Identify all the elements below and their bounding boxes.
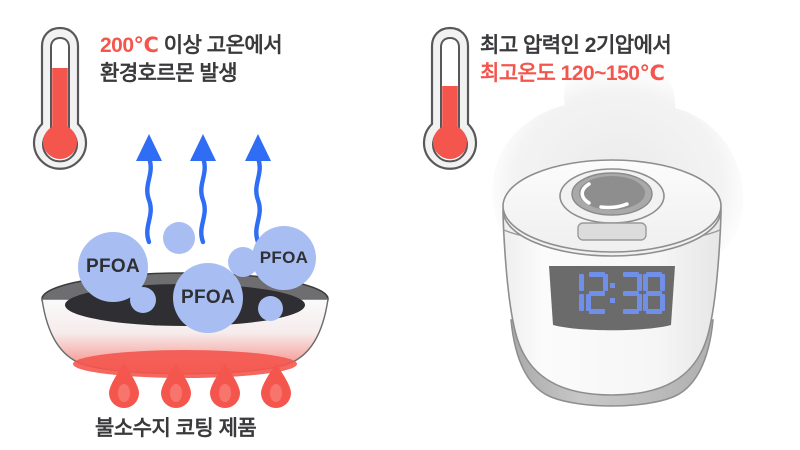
cooker-display <box>562 272 666 314</box>
pfoa-bubble-label: PFOA <box>86 256 140 277</box>
pan-caption: 불소수지 코팅 제품 <box>95 417 257 440</box>
pfoa-bubble-small <box>163 222 195 254</box>
pfoa-bubble-small <box>228 247 258 277</box>
headline-left: 200℃ 이상 고온에서 환경호르몬 발생 <box>100 32 283 87</box>
pfoa-bubble-small <box>130 287 156 313</box>
thermometer-hot <box>32 26 88 170</box>
pfoa-bubble-label: PFOA <box>259 248 309 267</box>
pfoa-bubble-small <box>258 296 283 321</box>
display-digit <box>620 272 642 314</box>
headline-right-line2: 최고온도 120~150℃ <box>480 61 665 85</box>
thermometer-pressure <box>422 26 478 170</box>
display-colon <box>609 272 616 314</box>
pressure-rice-cooker <box>502 159 722 407</box>
pfoa-bubble: PFOA <box>252 226 316 290</box>
headline-right-line1: 최고 압력인 2기압에서 <box>480 34 672 57</box>
headline-left-line1-rest: 이상 고온에서 <box>158 34 283 57</box>
display-digit <box>585 272 608 314</box>
headline-right: 최고 압력인 2기압에서 최고온도 120~150℃ <box>480 32 672 87</box>
headline-left-line2: 환경호르몬 발생 <box>100 61 238 85</box>
fume-arrows <box>136 134 271 245</box>
display-digit <box>643 272 666 314</box>
pfoa-bubble: PFOA <box>173 263 243 333</box>
headline-left-highlight: 200℃ <box>100 34 159 57</box>
display-digit <box>562 272 584 314</box>
pfoa-bubble-label: PFOA <box>181 287 235 308</box>
heat-flames <box>109 364 291 408</box>
